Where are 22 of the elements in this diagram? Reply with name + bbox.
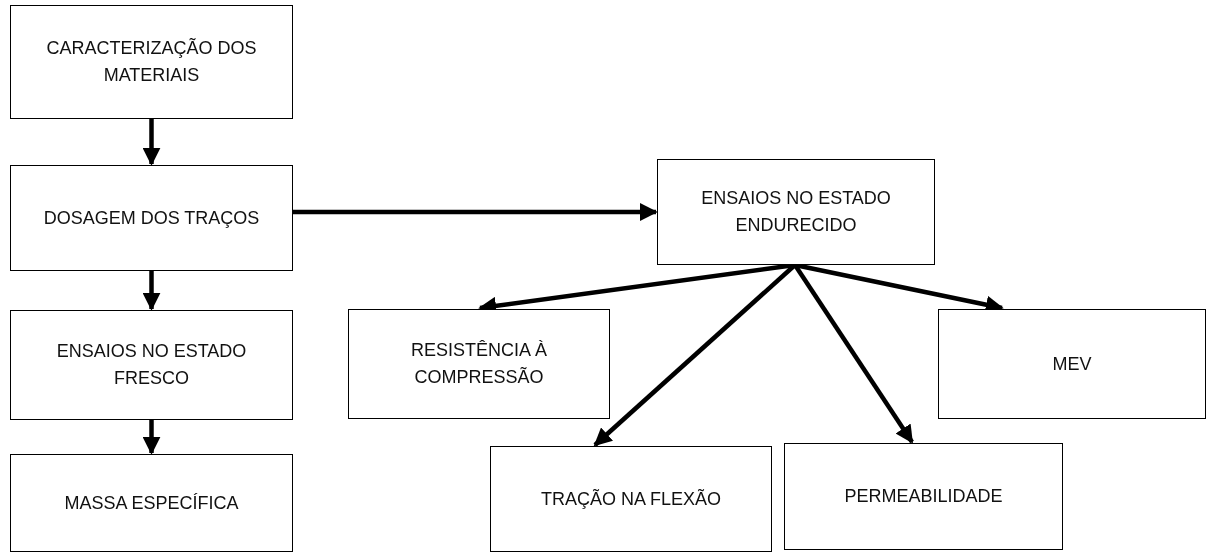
box-label: MEV (1052, 352, 1092, 376)
arrow (293, 203, 658, 221)
box-label: TRAÇÃO NA FLEXÃO (540, 487, 721, 511)
process-box (348, 309, 610, 419)
box-label: PERMEABILIDADE (844, 485, 1003, 508)
process-box (490, 446, 772, 552)
process-box (938, 309, 1206, 419)
arrow (142, 271, 161, 311)
box-label: RESISTÊNCIA À COMPRESSÃO (409, 339, 548, 389)
box-label: ENSAIOS NO ESTADO FRESCO (55, 340, 248, 390)
process-box (657, 159, 935, 265)
process-box (10, 165, 293, 271)
process-box (10, 5, 293, 119)
box-label: DOSAGEM DOS TRAÇOS (43, 206, 260, 230)
box-label: CARACTERIZAÇÃO DOS MATERIAIS (45, 37, 258, 87)
arrow (142, 119, 161, 166)
arrow (142, 420, 161, 455)
box-label: ENSAIOS NO ESTADO ENDURECIDO (700, 187, 892, 237)
box-label: MASSA ESPECÍFICA (64, 491, 239, 515)
process-box (10, 310, 293, 420)
process-box (784, 443, 1063, 550)
process-box (10, 454, 293, 552)
